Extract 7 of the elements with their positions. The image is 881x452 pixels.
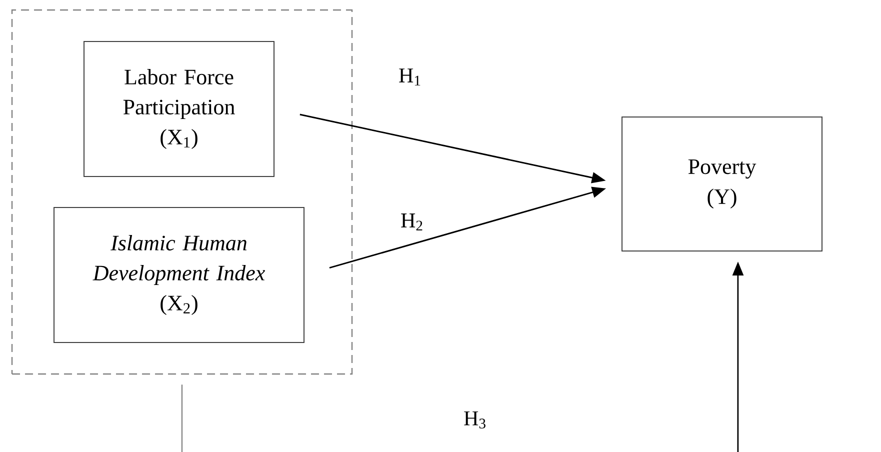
edge-label: H$_{1}$ (396, 66, 424, 88)
dashed-group-box (11, 9, 353, 375)
hypothesis-label: H$_{3}$ (464, 411, 486, 428)
variable-box: Labor Force Participation (X$_{1}$) (84, 41, 274, 177)
variable-box: Poverty (Y) (622, 116, 822, 252)
edge-label: H$_{2}$ (398, 212, 426, 232)
variable-box: Islamic Human Development Index (X$_{2}$) (54, 207, 304, 343)
